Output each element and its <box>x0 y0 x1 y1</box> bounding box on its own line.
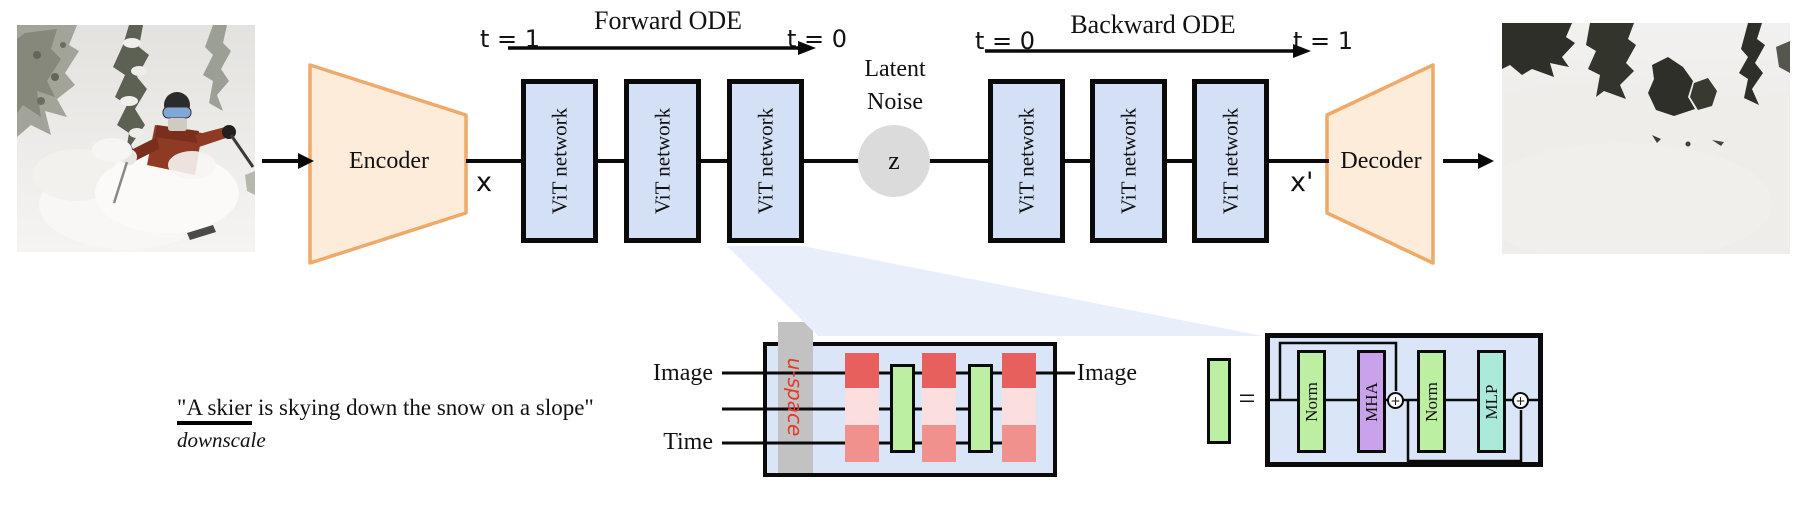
input-image-skier <box>17 25 255 252</box>
vit-block-label: ViT network <box>1014 107 1038 215</box>
z-symbol: z <box>888 146 900 175</box>
feature-cell-pale <box>922 388 956 425</box>
forward-t-end: t = 0 <box>786 25 848 53</box>
norm-block-2: Norm <box>1417 350 1446 453</box>
vit-block-label: ViT network <box>547 107 571 215</box>
transformer-legend-block <box>1207 358 1231 444</box>
detail-input-image-label: Image <box>653 360 713 386</box>
latent-label-line1: Latent <box>864 56 926 82</box>
residual-add-1: + <box>1387 392 1404 409</box>
input-arrowhead <box>298 153 314 169</box>
feature-cell-mid <box>1002 425 1036 462</box>
backward-t-start: t = 0 <box>974 27 1036 55</box>
downscale-annotation: downscale <box>177 428 266 452</box>
feature-cell-mid <box>922 425 956 462</box>
feature-cell-pale <box>845 388 879 425</box>
vit-block-label: ViT network <box>1116 107 1140 215</box>
decoder-label: Decoder <box>1340 148 1422 174</box>
forward-ode-label: Forward ODE <box>593 6 743 35</box>
vit-block-4: ViT network <box>988 79 1065 243</box>
vit-block-1: ViT network <box>521 79 598 243</box>
feature-cell-red <box>922 353 956 388</box>
backward-t-end: t = 1 <box>1292 27 1354 55</box>
residual-add-2: + <box>1512 392 1529 409</box>
output-image-snow <box>1502 23 1790 254</box>
output-arrowhead <box>1478 153 1494 169</box>
feature-cell-pale <box>1002 388 1036 425</box>
vit-block-5: ViT network <box>1090 79 1167 243</box>
backward-ode-label: Backward ODE <box>1070 10 1236 39</box>
prompt-underlined-part: "A skier <box>177 395 253 425</box>
prompt-rest: is skying down the snow on a slope" <box>252 395 594 420</box>
x-prime-label: x' <box>1290 167 1314 198</box>
latent-label-line2: Noise <box>867 89 923 115</box>
plus-sign: + <box>1390 393 1401 408</box>
mlp-label: MLP <box>1481 384 1501 419</box>
skier-photo-graphic <box>17 25 255 252</box>
feature-cell-red <box>1002 353 1036 388</box>
detail-input-time-label: Time <box>663 429 713 455</box>
vit-block-6: ViT network <box>1192 79 1269 243</box>
plus-sign: + <box>1515 393 1526 408</box>
detail-output-image-label: Image <box>1077 360 1137 386</box>
uspace-bar <box>778 322 813 473</box>
x-label: x <box>476 167 492 198</box>
norm-block-1: Norm <box>1297 350 1326 453</box>
vit-block-label: ViT network <box>650 107 674 215</box>
vit-block-2: ViT network <box>624 79 701 243</box>
feature-cell-mid <box>845 425 879 462</box>
norm-label: Norm <box>1421 381 1441 422</box>
vit-block-3: ViT network <box>727 79 804 243</box>
transformer-column <box>890 364 915 453</box>
snow-photo-graphic <box>1502 23 1790 254</box>
mlp-block: MLP <box>1477 350 1506 453</box>
prompt-line: "A skier is skying down the snow on a sl… <box>177 395 594 425</box>
norm-label: Norm <box>1301 381 1321 422</box>
feature-cell-red <box>845 353 879 388</box>
uspace-label: u-space <box>783 357 807 437</box>
mha-block: MHA <box>1357 350 1386 453</box>
encoder-label: Encoder <box>349 148 429 174</box>
mha-label: MHA <box>1361 381 1381 422</box>
latent-z-node: z <box>858 125 930 197</box>
transformer-column <box>968 364 993 453</box>
equals-sign: = <box>1238 382 1256 415</box>
vit-block-label: ViT network <box>1218 107 1242 215</box>
text-prompt: "A skier is skying down the snow on a sl… <box>177 395 594 453</box>
vit-block-label: ViT network <box>753 107 777 215</box>
forward-t-start: t = 1 <box>479 25 541 53</box>
